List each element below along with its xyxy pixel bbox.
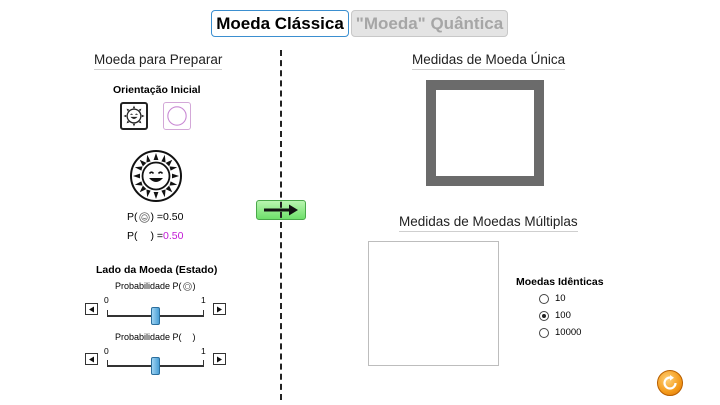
left-triangle-icon xyxy=(89,306,94,312)
prepare-coin-title: Moeda para Preparar xyxy=(94,52,223,70)
prob-tails-suffix: ) = xyxy=(150,230,164,242)
slider-tails-tick-max xyxy=(203,360,204,366)
slider-tails-decrement[interactable] xyxy=(85,353,98,365)
coin-count-option-100[interactable]: 100 xyxy=(539,310,571,321)
moon-tiny-icon xyxy=(183,333,192,342)
reset-button[interactable] xyxy=(657,370,683,396)
tab-classical-coin[interactable]: Moeda Clássica xyxy=(211,10,349,37)
slider-heads-tick-min xyxy=(107,310,108,316)
coin-count-option-10000[interactable]: 10000 xyxy=(539,327,581,338)
panel-divider xyxy=(280,50,282,400)
radio-button[interactable] xyxy=(539,310,549,321)
identical-coins-heading: Moedas Idênticas xyxy=(516,276,604,288)
slider-heads-tick-max xyxy=(203,310,204,316)
coin-count-option-10[interactable]: 10 xyxy=(539,293,566,304)
coin-count-label: 100 xyxy=(555,310,571,321)
single-coin-title: Medidas de Moeda Única xyxy=(412,52,566,70)
multiple-coins-title: Medidas de Moedas Múltiplas xyxy=(399,214,578,232)
reset-icon xyxy=(663,375,677,390)
radio-button[interactable] xyxy=(539,327,549,338)
slider-tails-thumb[interactable] xyxy=(151,357,160,375)
orientation-heads-button[interactable] xyxy=(120,102,148,130)
slider-tails-label-prefix: Probabilidade P( xyxy=(115,332,182,342)
single-coin-measurement-area xyxy=(426,80,544,186)
radio-button[interactable] xyxy=(539,293,549,304)
right-triangle-icon xyxy=(217,356,222,362)
prob-tails-readout: P( ) = 0.50 xyxy=(127,230,183,242)
slider-tails-max: 1 xyxy=(201,346,206,356)
initial-orientation-heading: Orientação Inicial xyxy=(113,84,201,96)
tab-quantum-coin[interactable]: "Moeda" Quântica xyxy=(351,10,508,37)
coin-count-label: 10000 xyxy=(555,327,582,338)
coin-state-heading: Lado da Moeda (Estado) xyxy=(96,264,218,276)
prob-heads-suffix: ) = xyxy=(150,211,164,223)
slider-heads-increment[interactable] xyxy=(213,303,226,315)
single-coin-display xyxy=(436,90,534,176)
slider-tails-label-suffix: ) xyxy=(192,332,196,342)
prob-tails-prefix: P( xyxy=(127,230,138,242)
prob-heads-value: 0.50 xyxy=(163,211,184,223)
slider-tails-increment[interactable] xyxy=(213,353,226,365)
orientation-tails-button[interactable] xyxy=(163,102,191,130)
left-triangle-icon xyxy=(89,356,94,362)
slider-tails-tick-min xyxy=(107,360,108,366)
prob-tails-value: 0.50 xyxy=(163,230,184,242)
slider-heads-label-suffix: ) xyxy=(192,281,196,291)
prob-heads-prefix: P( xyxy=(127,211,138,223)
multiple-coins-display xyxy=(368,241,499,366)
moon-small-icon xyxy=(139,231,150,242)
coin-count-label: 10 xyxy=(555,293,566,304)
right-triangle-icon xyxy=(217,306,222,312)
slider-heads-decrement[interactable] xyxy=(85,303,98,315)
slider-heads-thumb[interactable] xyxy=(151,307,160,325)
sun-face-icon xyxy=(123,105,145,127)
prepared-coin-sun-icon xyxy=(130,150,182,202)
slider-heads-max: 1 xyxy=(201,295,206,305)
prob-heads-readout: P( ) = 0.50 xyxy=(127,211,183,223)
slider-tails-label: Probabilidade P( ) xyxy=(115,332,196,342)
slider-heads-label: Probabilidade P( ) xyxy=(115,281,196,291)
sun-tiny-icon xyxy=(182,281,192,291)
slider-tails-min: 0 xyxy=(104,346,109,356)
slider-heads-min: 0 xyxy=(104,295,109,305)
sun-small-icon xyxy=(138,211,150,223)
crescent-moon-icon xyxy=(167,106,187,126)
slider-heads-label-prefix: Probabilidade P( xyxy=(115,281,182,291)
